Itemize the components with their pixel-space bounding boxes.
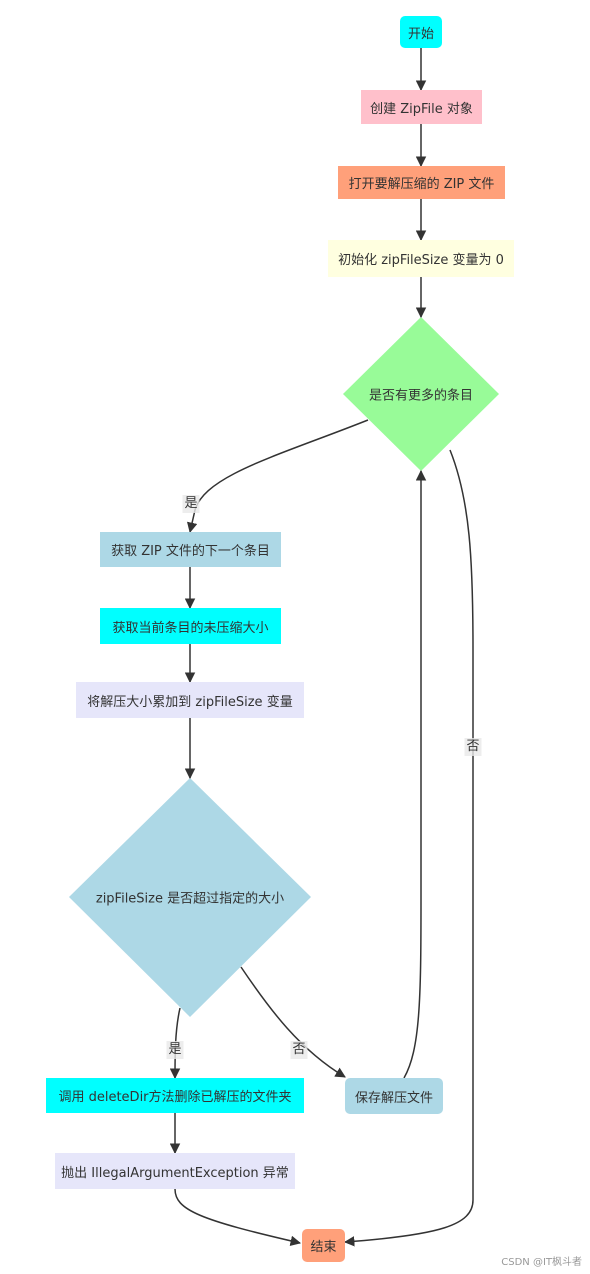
- throw-exception-node: 抛出 IllegalArgumentException 异常: [55, 1153, 295, 1189]
- init-size-node: 初始化 zipFileSize 变量为 0: [328, 240, 514, 277]
- has-more-diamond: [343, 317, 499, 471]
- edge-label-has-more-yes: 是: [182, 495, 200, 513]
- start-node: 开始: [400, 16, 442, 48]
- edge-exceeds-save: [240, 966, 346, 1078]
- exceeds-limit-label: zipFileSize 是否超过指定的大小: [95, 891, 285, 907]
- has-more-label: 是否有更多的条目: [368, 388, 474, 404]
- end-node: 结束: [302, 1229, 345, 1262]
- exceeds-limit-diamond: [69, 778, 311, 1017]
- call-delete-dir-node: 调用 deleteDir方法删除已解压的文件夹: [46, 1078, 304, 1113]
- get-next-entry-node: 获取 ZIP 文件的下一个条目: [100, 532, 281, 567]
- edge-throw-end: [174, 1188, 302, 1246]
- edge-label-exceeds-yes: 是: [166, 1041, 184, 1059]
- accumulate-size-node: 将解压大小累加到 zipFileSize 变量: [76, 682, 304, 718]
- edge-hasmore-end: [343, 449, 474, 1247]
- edge-label-exceeds-no: 否: [290, 1041, 308, 1059]
- create-zipfile-node: 创建 ZipFile 对象: [361, 90, 482, 124]
- edge-hasmore-getnext: [186, 419, 369, 534]
- get-uncompressed-size-node: 获取当前条目的未压缩大小: [100, 608, 281, 644]
- open-zip-node: 打开要解压缩的 ZIP 文件: [338, 166, 505, 199]
- watermark: CSDN @IT枫斗者: [501, 1257, 582, 1268]
- edge-label-has-more-no: 否: [464, 738, 482, 756]
- edge-save-hasmore: [403, 469, 427, 1079]
- save-file-node: 保存解压文件: [345, 1078, 443, 1114]
